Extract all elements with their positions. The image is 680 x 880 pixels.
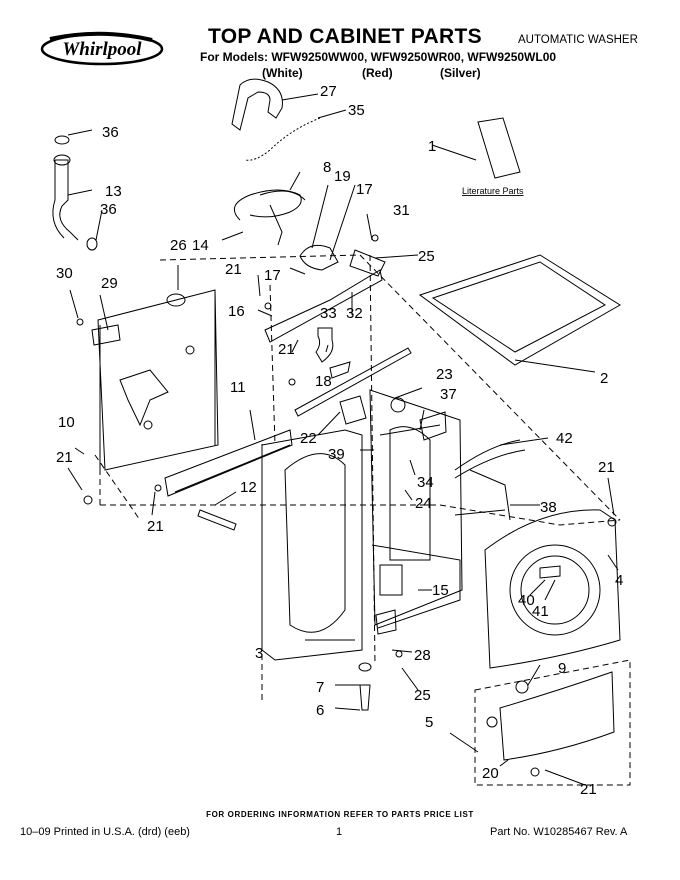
product-type: AUTOMATIC WASHER xyxy=(518,34,638,46)
part-42-harness xyxy=(454,439,526,521)
callout-23: 23 xyxy=(436,366,453,383)
callout-39: 39 xyxy=(328,446,345,463)
callout-11: 11 xyxy=(230,379,246,396)
part-number: Part No. W10285467 Rev. A xyxy=(490,826,628,838)
callout-3: 3 xyxy=(255,645,263,662)
color-red: (Red) xyxy=(362,66,393,80)
part-16-bracket xyxy=(264,269,383,343)
callout-41: 41 xyxy=(532,603,549,620)
page-title: TOP AND CABINET PARTS xyxy=(208,25,482,48)
callout-21a: 21 xyxy=(225,261,242,278)
callout-21e: 21 xyxy=(598,459,615,476)
callout-37: 37 xyxy=(440,386,457,403)
part-13-hose xyxy=(52,159,79,241)
callout-25a: 25 xyxy=(418,248,435,265)
callout-42: 42 xyxy=(556,430,573,447)
callout-32: 32 xyxy=(346,305,363,322)
callout-16: 16 xyxy=(228,303,245,320)
callout-27: 27 xyxy=(320,83,337,100)
callout-21c: 21 xyxy=(56,449,73,466)
callout-5: 5 xyxy=(425,714,433,731)
callout-15: 15 xyxy=(432,582,449,599)
callout-14: 14 xyxy=(192,237,209,254)
callout-21d: 21 xyxy=(147,518,164,535)
callout-10: 10 xyxy=(58,414,75,431)
svg-text:Whirlpool: Whirlpool xyxy=(62,39,142,60)
callout-18: 18 xyxy=(315,373,332,390)
callout-30: 30 xyxy=(56,265,73,282)
part-1-literature xyxy=(477,117,521,179)
callout-26: 26 xyxy=(170,237,187,254)
part-14-cord xyxy=(233,189,306,246)
callout-33: 33 xyxy=(320,305,337,322)
callout-21b: 21 xyxy=(278,341,295,358)
models-line: For Models: WFW9250WW00, WFW9250WR00, WF… xyxy=(200,50,557,64)
literature-parts-label: Literature Parts xyxy=(462,186,524,196)
cabinet-frame xyxy=(369,389,463,626)
callout-24: 24 xyxy=(415,495,432,512)
callout-36a: 36 xyxy=(102,124,119,141)
callout-40: 40 xyxy=(518,592,535,609)
part-4-front-panel xyxy=(484,509,621,669)
callout-7: 7 xyxy=(316,679,324,696)
callout-20: 20 xyxy=(482,765,499,782)
callout-17a: 17 xyxy=(264,267,281,284)
callout-1: 1 xyxy=(428,138,436,155)
color-silver: (Silver) xyxy=(440,66,481,80)
page-number: 1 xyxy=(336,826,343,838)
whirlpool-logo: Whirlpool xyxy=(40,31,164,66)
part-10-rear-panel xyxy=(97,289,219,471)
part-2-top xyxy=(418,254,621,366)
callout-19: 19 xyxy=(334,168,351,185)
part-5-drawer-front xyxy=(499,671,615,761)
part-35-cable xyxy=(244,117,321,161)
part-36-washer xyxy=(54,135,70,145)
callout-6: 6 xyxy=(316,702,324,719)
ordering-note: FOR ORDERING INFORMATION REFER TO PARTS … xyxy=(206,810,474,819)
part-32-rail xyxy=(294,347,412,417)
callout-31: 31 xyxy=(393,202,410,219)
callout-4: 4 xyxy=(615,572,623,589)
callout-25b: 25 xyxy=(414,687,431,704)
callout-28: 28 xyxy=(414,647,431,664)
part-27-bracket xyxy=(231,78,283,131)
part-36-washer-lower xyxy=(86,237,98,251)
color-white: (White) xyxy=(262,66,303,80)
callout-21f: 21 xyxy=(580,781,597,798)
part-3-side-panel xyxy=(261,429,363,661)
callout-2: 2 xyxy=(600,370,608,387)
callout-8: 8 xyxy=(323,159,331,176)
callout-36b: 36 xyxy=(100,201,117,218)
callout-17b: 17 xyxy=(356,181,373,198)
callout-9: 9 xyxy=(558,660,566,677)
callout-22: 22 xyxy=(300,430,317,447)
part-11-rail xyxy=(164,429,293,497)
callout-35: 35 xyxy=(348,102,365,119)
callout-34: 34 xyxy=(417,474,434,491)
print-info: 10–09 Printed in U.S.A. (drd) (eeb) xyxy=(20,826,190,838)
part-33-hose xyxy=(315,327,334,363)
callout-29: 29 xyxy=(101,275,118,292)
callout-13: 13 xyxy=(105,183,122,200)
callout-12: 12 xyxy=(240,479,257,496)
part-22-pump xyxy=(339,395,367,425)
callout-38: 38 xyxy=(540,499,557,516)
